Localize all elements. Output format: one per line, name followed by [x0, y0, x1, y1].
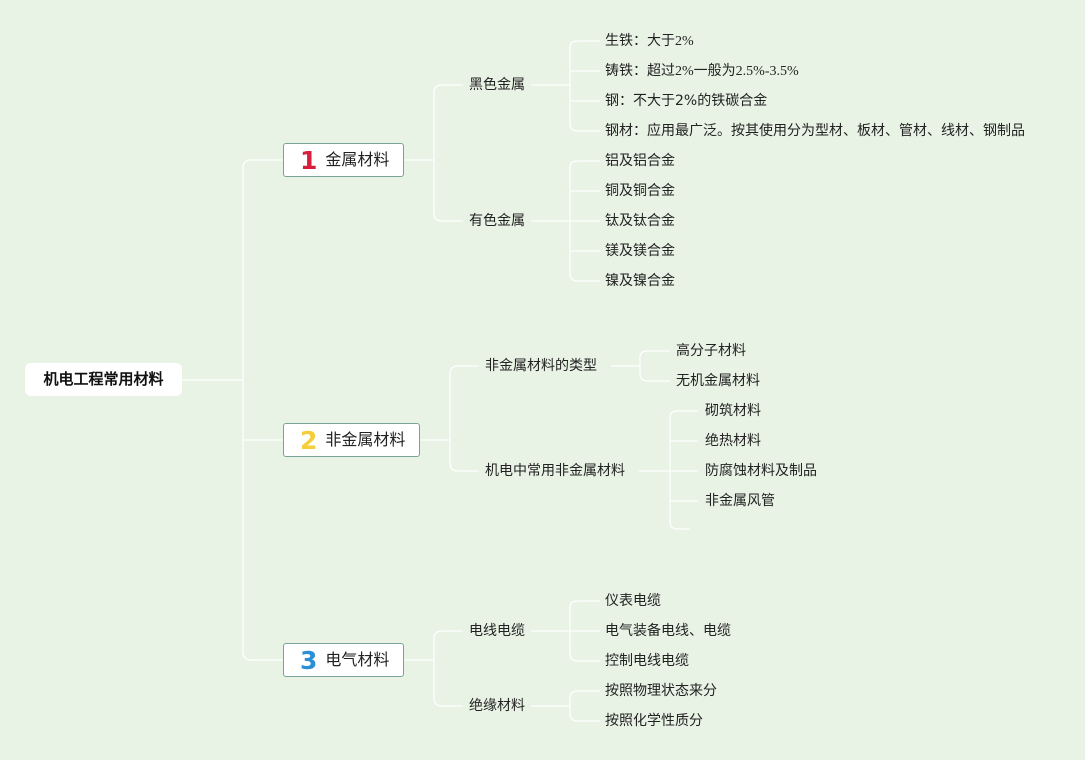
group-nonmetal-types[interactable]: 非金属材料的类型	[485, 358, 597, 374]
leaf-prefix: 钢材：	[605, 123, 647, 139]
leaf-control-cable[interactable]: 控制电线电缆	[605, 653, 689, 669]
branch1-trunk	[433, 84, 463, 222]
branch-label: 电气材料	[325, 650, 390, 669]
branch-metal-materials[interactable]: 1 金属材料	[283, 143, 404, 177]
group-common-trunk	[669, 410, 698, 530]
leaf-magnesium[interactable]: 镁及镁合金	[605, 243, 675, 259]
leaf-by-physical-state[interactable]: 按照物理状态来分	[605, 683, 717, 699]
leaf-nonmetal-duct[interactable]: 非金属风管	[705, 493, 775, 509]
branch-nonmetal-materials[interactable]: 2 非金属材料	[283, 423, 420, 457]
leaf-text: 超过2%一般为2.5%-3.5%	[647, 64, 799, 79]
group-types-trunk	[639, 350, 670, 382]
group-cables-trunk	[569, 600, 600, 662]
leaf-prefix: 铸铁：	[605, 63, 647, 79]
group-wires-cables[interactable]: 电线电缆	[469, 623, 525, 639]
leaf-pig-iron[interactable]: 生铁：大于2%	[605, 34, 694, 49]
branch-label: 金属材料	[325, 150, 390, 169]
branch-number-3: 3	[300, 645, 318, 675]
leaf-text: 不大于2%的铁碳合金	[633, 93, 768, 109]
leaf-copper[interactable]: 铜及铜合金	[605, 183, 675, 199]
leaf-prefix: 生铁：	[605, 33, 647, 49]
group-common-nonmetal[interactable]: 机电中常用非金属材料	[485, 463, 625, 479]
branch-electrical-materials[interactable]: 3 电气材料	[283, 643, 404, 677]
root-node[interactable]: 机电工程常用材料	[25, 363, 182, 396]
group-insulation-trunk	[569, 690, 600, 722]
group-insulation[interactable]: 绝缘材料	[469, 698, 525, 714]
leaf-masonry[interactable]: 砌筑材料	[705, 403, 761, 419]
group-nonferrous-trunk	[569, 160, 600, 282]
leaf-aluminum[interactable]: 铝及铝合金	[605, 153, 675, 169]
branch-number-2: 2	[300, 425, 318, 455]
root-trunk	[242, 159, 283, 661]
leaf-steel[interactable]: 钢：不大于2%的铁碳合金	[605, 94, 767, 108]
leaf-by-chemical-nature[interactable]: 按照化学性质分	[605, 713, 703, 729]
leaf-text: 应用最广泛。按其使用分为型材、板材、管材、线材、钢制品	[647, 123, 1025, 139]
branch2-trunk	[449, 365, 479, 472]
root-label: 机电工程常用材料	[43, 370, 164, 388]
group-ferrous-trunk	[569, 40, 600, 132]
group-nonferrous-metals[interactable]: 有色金属	[469, 213, 525, 229]
leaf-titanium[interactable]: 钛及钛合金	[605, 213, 675, 229]
branch3-trunk	[433, 630, 463, 707]
leaf-nickel[interactable]: 镍及镍合金	[605, 273, 675, 289]
leaf-prefix: 钢：	[605, 93, 633, 109]
branch-number-1: 1	[300, 145, 318, 175]
leaf-cast-iron[interactable]: 铸铁：超过2%一般为2.5%-3.5%	[605, 64, 799, 79]
leaf-instrument-cable[interactable]: 仪表电缆	[605, 593, 661, 609]
leaf-text: 大于2%	[647, 34, 694, 49]
leaf-insulating[interactable]: 绝热材料	[705, 433, 761, 449]
leaf-equipment-wire[interactable]: 电气装备电线、电缆	[605, 623, 731, 639]
leaf-polymer[interactable]: 高分子材料	[676, 343, 746, 359]
leaf-anticorrosion[interactable]: 防腐蚀材料及制品	[705, 463, 817, 479]
leaf-steel-products[interactable]: 钢材：应用最广泛。按其使用分为型材、板材、管材、线材、钢制品	[605, 124, 1025, 138]
group-ferrous-metals[interactable]: 黑色金属	[469, 77, 525, 93]
leaf-inorganic[interactable]: 无机金属材料	[676, 373, 760, 389]
branch-label: 非金属材料	[325, 430, 406, 449]
